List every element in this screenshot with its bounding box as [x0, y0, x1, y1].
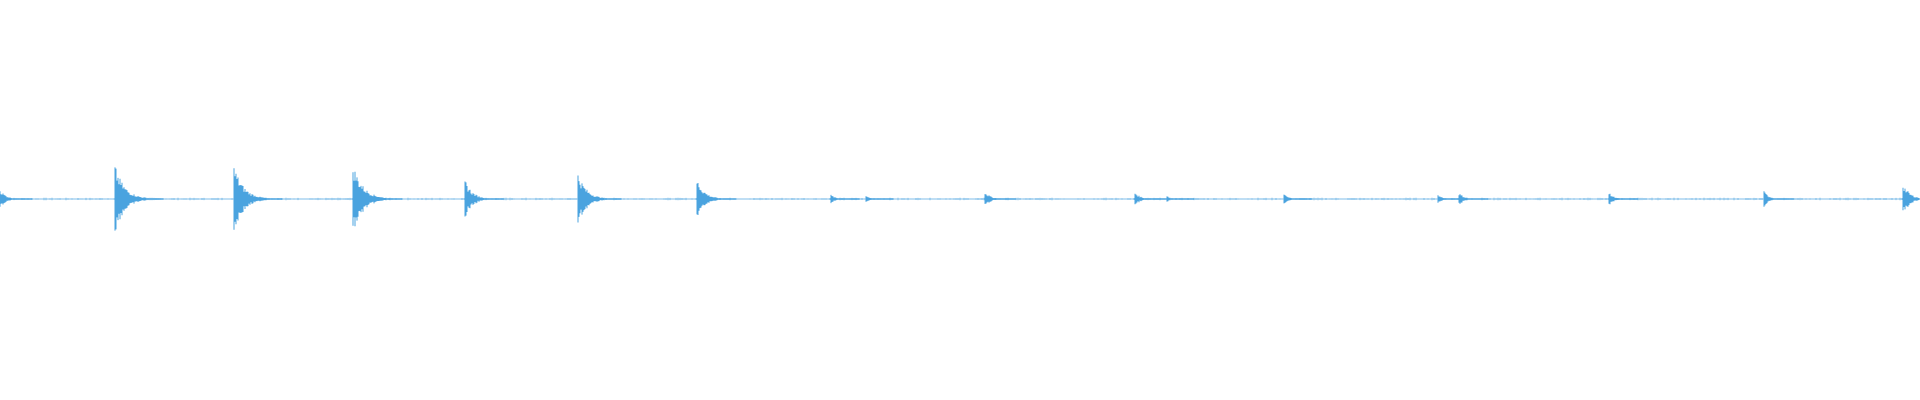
waveform-transient	[1283, 194, 1313, 204]
waveform-transient	[865, 196, 894, 202]
waveform-transient	[1134, 193, 1166, 205]
waveform-transient	[1608, 193, 1639, 205]
waveform-transient	[1902, 187, 1920, 211]
waveform-transient	[0, 191, 33, 207]
waveform-transient	[1763, 191, 1795, 207]
waveform-transient	[114, 167, 164, 231]
waveform-transient	[1166, 196, 1195, 202]
waveform-transient	[696, 183, 737, 215]
waveform-transient	[577, 175, 622, 223]
waveform-bursts	[0, 167, 1920, 231]
waveform-transient	[830, 194, 860, 204]
waveform-transient	[464, 181, 504, 217]
waveform-transient	[352, 171, 403, 227]
waveform-transient	[233, 168, 283, 230]
waveform-transient	[984, 194, 1016, 204]
waveform-transient	[1458, 194, 1489, 204]
